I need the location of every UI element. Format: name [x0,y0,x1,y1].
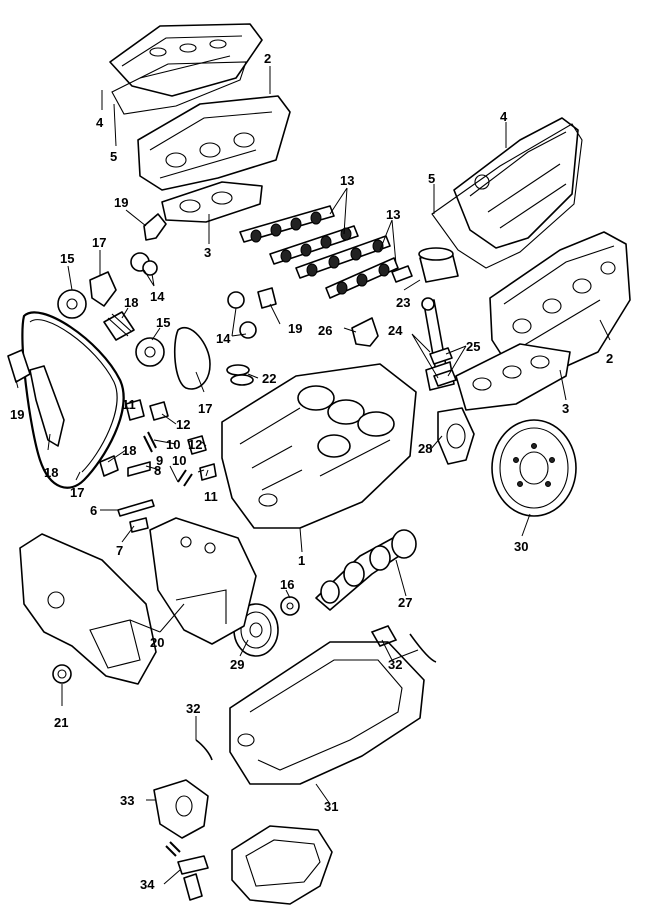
callout-12: 12 [188,437,203,452]
callout-10: 10 [166,437,181,452]
callout-3: 3 [204,245,212,260]
oil-pan-gasket-upper [370,625,437,663]
crankshaft [315,529,417,611]
oil-pan-upper [229,641,425,785]
callout-17: 17 [70,485,85,500]
callout-24: 24 [388,323,403,338]
chain-tensioner-shoe [7,349,31,383]
chain-guide-upper [89,271,117,307]
callout-33: 33 [120,793,135,808]
timing-cover-outer [19,533,157,685]
rear-seal-retainer [437,407,475,465]
callout-5: 5 [110,149,118,164]
head-gasket-left [161,181,263,223]
valve-cover-left [109,23,263,97]
valve-cover-gasket-left [111,61,247,115]
thrust-bearing [351,317,379,347]
callout-28: 28 [418,441,433,456]
callout-19: 19 [10,407,25,422]
callout-10: 10 [172,453,187,468]
callout-13: 13 [386,207,401,222]
chain-tensioner-upper [103,311,135,341]
callout-32: 32 [186,701,201,716]
cylinder-head-left [137,95,291,191]
oil-pump [153,779,209,857]
callout-16: 16 [280,577,295,592]
callout-23: 23 [396,295,411,310]
callout-18: 18 [44,465,59,480]
callout-25: 25 [466,339,481,354]
callout-19: 19 [288,321,303,336]
callout-32: 32 [388,657,403,672]
callout-11: 11 [204,489,218,504]
head-gasket-right [455,343,571,411]
callout-15: 15 [60,251,75,266]
callout-8: 8 [154,463,162,478]
callout-30: 30 [514,539,529,554]
callout-18: 18 [124,295,139,310]
oil-pan-gasket-lower [195,739,213,761]
rod-bearings [429,347,457,387]
callout-12: 12 [176,417,191,432]
callout-3: 3 [562,401,570,416]
callout-18: 18 [122,443,137,458]
crank-sprocket [280,596,300,616]
callout-26: 26 [318,323,333,338]
callout-19: 19 [114,195,129,210]
timing-guide-bracket-mid [257,287,277,309]
callout-1: 1 [298,553,306,568]
callout-27: 27 [398,595,413,610]
timing-chain-right [173,327,211,390]
callout-13: 13 [340,173,355,188]
front-crank-seal [52,664,72,684]
camshafts [239,205,399,299]
cylinder-head-right [489,231,631,379]
valve-cover-gasket-right [431,123,583,269]
timing-guide-bracket-top [143,213,167,241]
callout-4: 4 [96,115,104,130]
oil-seals [226,364,254,386]
callout-14: 14 [150,289,165,304]
callout-4: 4 [500,109,508,124]
callout-15: 15 [156,315,171,330]
callout-9: 9 [156,453,164,468]
callout-22: 22 [262,371,277,386]
callout-2: 2 [264,51,272,66]
callout-17: 17 [92,235,107,250]
callout-17: 17 [198,401,213,416]
cam-sprocket-middle [135,337,165,367]
oil-pan-lower [231,825,333,905]
callout-34: 34 [140,877,155,892]
engine-block [221,363,417,529]
piston [391,247,459,283]
sprockets-upper [130,252,158,276]
callout-20: 20 [150,635,165,650]
callout-21: 21 [54,715,69,730]
timing-chain-left [21,311,125,489]
callout-31: 31 [324,799,339,814]
callout-14: 14 [216,331,231,346]
flywheel [491,419,577,517]
cam-sprocket-left [57,289,87,319]
callout-11: 11 [122,397,136,412]
callout-29: 29 [230,657,245,672]
oil-pickup [177,855,209,901]
chain-guide-left [29,365,65,447]
leader-lines [15,66,611,885]
callout-6: 6 [90,503,98,518]
valve-cover-right [453,117,579,249]
callout-5: 5 [428,171,436,186]
callout-7: 7 [116,543,124,558]
callout-2: 2 [606,351,614,366]
